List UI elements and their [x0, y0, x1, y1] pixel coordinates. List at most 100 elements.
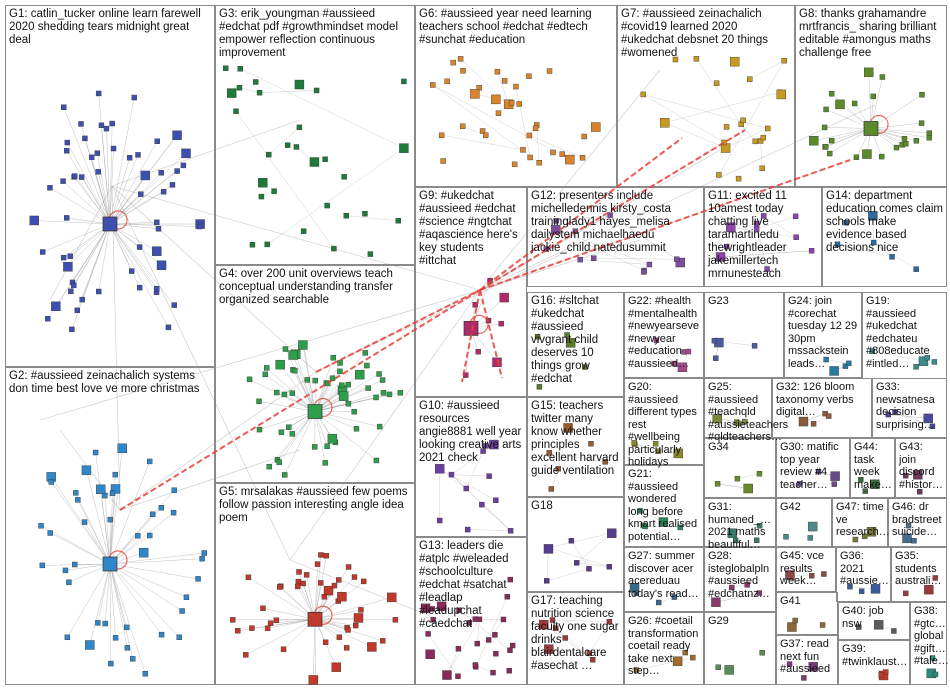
group-box-g9 — [415, 187, 527, 397]
node — [562, 635, 568, 641]
node — [223, 65, 229, 71]
node — [456, 607, 462, 613]
node — [373, 394, 379, 401]
edge — [81, 223, 111, 300]
edge — [539, 334, 568, 387]
node — [81, 465, 92, 475]
node — [498, 320, 504, 327]
node — [864, 67, 874, 78]
node — [479, 501, 485, 508]
node — [95, 169, 101, 175]
node — [544, 644, 554, 654]
node — [526, 132, 533, 139]
node — [154, 285, 160, 292]
node — [324, 443, 330, 449]
node — [783, 534, 789, 540]
group-box-g25 — [704, 378, 772, 438]
node — [470, 89, 480, 99]
node — [869, 348, 875, 354]
node — [278, 429, 285, 435]
node — [322, 156, 328, 162]
node — [716, 172, 722, 178]
node — [879, 74, 886, 80]
edge — [826, 359, 849, 364]
node — [607, 212, 613, 218]
node — [918, 356, 929, 366]
node — [39, 562, 46, 569]
node — [742, 418, 748, 425]
group-box-g10 — [415, 397, 527, 537]
node — [367, 642, 377, 652]
edge — [593, 257, 677, 260]
node — [351, 574, 358, 580]
edge — [870, 128, 930, 134]
node — [324, 202, 330, 209]
edge — [465, 450, 484, 489]
node — [362, 210, 368, 217]
node — [337, 360, 343, 366]
node — [62, 567, 69, 574]
node — [516, 101, 522, 107]
cross-group-edge — [111, 185, 121, 511]
node — [891, 628, 897, 634]
node — [674, 256, 680, 262]
edges-layer — [34, 58, 936, 680]
edge — [313, 619, 316, 680]
group-box-g14 — [822, 187, 947, 287]
node — [577, 256, 583, 263]
node — [73, 490, 79, 496]
edge — [314, 411, 380, 427]
edge — [109, 223, 159, 230]
node — [308, 675, 318, 685]
node — [581, 133, 587, 140]
node — [757, 138, 764, 144]
node — [243, 652, 249, 658]
nodes-layer — [29, 56, 939, 685]
node — [760, 134, 767, 141]
node — [549, 617, 556, 623]
node — [158, 505, 165, 511]
node — [63, 262, 73, 272]
node — [289, 431, 296, 437]
node — [152, 246, 162, 256]
node — [633, 590, 640, 596]
edge — [109, 223, 132, 272]
node — [507, 528, 514, 534]
edge — [548, 547, 610, 567]
node — [892, 409, 898, 415]
node — [606, 564, 612, 570]
node — [685, 348, 692, 355]
node — [903, 141, 909, 147]
group-box-g21 — [624, 465, 704, 547]
edge — [555, 627, 593, 660]
node — [544, 578, 550, 584]
node — [726, 222, 736, 232]
edge — [109, 154, 139, 225]
node — [72, 173, 78, 179]
node — [450, 59, 456, 66]
node — [797, 481, 803, 487]
node — [929, 423, 936, 430]
node — [671, 594, 678, 600]
node — [672, 656, 683, 666]
node — [276, 459, 282, 466]
group-box-g35 — [891, 547, 947, 602]
node — [924, 584, 934, 595]
cross-group-edge — [119, 449, 301, 511]
edge — [576, 562, 610, 567]
edge — [277, 411, 316, 460]
group-box-g42 — [776, 498, 832, 547]
node — [929, 655, 936, 661]
node — [490, 669, 496, 676]
node — [345, 382, 351, 388]
node — [330, 355, 336, 361]
node — [256, 426, 263, 433]
node — [746, 76, 753, 82]
node — [110, 145, 117, 152]
node — [752, 138, 758, 145]
edge — [451, 444, 495, 475]
node — [318, 552, 324, 558]
node — [281, 391, 288, 398]
edge — [760, 140, 763, 169]
node — [756, 523, 763, 529]
